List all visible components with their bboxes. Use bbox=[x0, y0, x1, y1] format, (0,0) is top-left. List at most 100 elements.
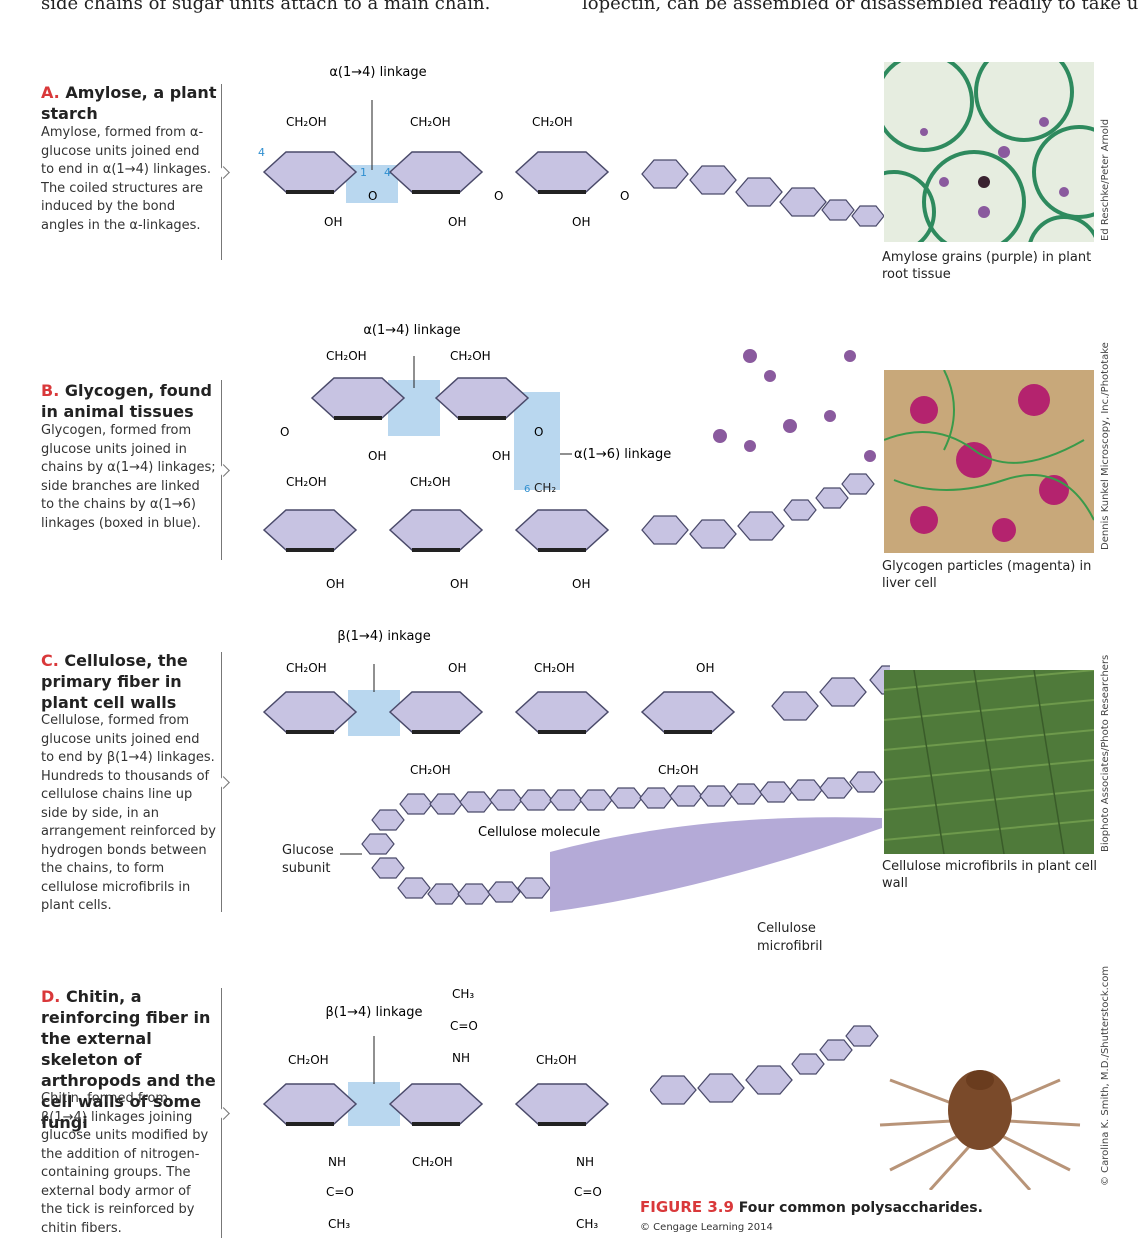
chitin-ring-2 bbox=[388, 1082, 484, 1126]
nh-label: NH bbox=[452, 1051, 470, 1065]
amylose-linkage-label: α(1→4) linkage bbox=[329, 65, 426, 80]
top-text-left: side chains of sugar units attach to a m… bbox=[41, 0, 491, 14]
oh-label: OH bbox=[572, 577, 590, 591]
ch2oh-label: CH₂OH bbox=[286, 115, 327, 129]
cellulose-molecule-label: Cellulose molecule bbox=[478, 825, 600, 840]
ch2-label: CH₂ bbox=[534, 481, 556, 495]
oh-label: OH bbox=[696, 661, 714, 675]
panel-a-bracket bbox=[221, 84, 234, 260]
tick-photo bbox=[860, 1000, 1088, 1192]
c-eq-o-label: C=O bbox=[450, 1019, 478, 1033]
chitin-ring-1 bbox=[262, 1082, 358, 1126]
panel-d-description: Chitin, formed from β(1→4) linkages join… bbox=[41, 1091, 209, 1236]
glycogen-chain bbox=[641, 473, 875, 549]
cellulose-caption: Cellulose microfibrils in plant cell wal… bbox=[882, 859, 1098, 891]
glycogen-16-label: α(1→6) linkage bbox=[574, 447, 671, 462]
cellulose-linkage-label: β(1→4) inkage bbox=[337, 629, 430, 644]
panel-d-title: D. Chitin, a reinforcing fiber in the ex… bbox=[41, 986, 219, 1133]
ch3-label: CH₃ bbox=[576, 1217, 598, 1231]
ch2oh-label: CH₂OH bbox=[286, 475, 327, 489]
panel-b-heading: Glycogen, found in animal tissues bbox=[41, 381, 212, 421]
ch2oh-label: CH₂OH bbox=[410, 475, 451, 489]
oh-label: OH bbox=[492, 449, 510, 463]
o-label: O bbox=[534, 425, 543, 439]
panel-c-letter: C. bbox=[41, 651, 59, 670]
chitin-ring-3 bbox=[514, 1082, 610, 1126]
amylose-diagram: α(1→4) linkage CH₂OH CH₂OH CH₂OH OH OH O… bbox=[258, 65, 885, 229]
chitin-chain bbox=[650, 1025, 879, 1105]
glycogen-photo bbox=[884, 370, 1094, 553]
ch2oh-label: CH₂OH bbox=[410, 115, 451, 129]
top-text-right: lopectin, can be assembled or disassembl… bbox=[582, 0, 1138, 14]
ch2oh-label: CH₂OH bbox=[286, 661, 327, 675]
c-eq-o-label: C=O bbox=[574, 1185, 602, 1199]
oh-label: OH bbox=[448, 215, 466, 229]
glucose-subunit-label: Glucose subunit bbox=[282, 843, 334, 876]
amylose-chain bbox=[641, 159, 885, 227]
glycogen-14-label: α(1→4) linkage bbox=[363, 323, 460, 338]
panel-c-title: C. Cellulose, the primary fiber in plant… bbox=[41, 650, 219, 713]
o-label: O bbox=[620, 189, 629, 203]
panel-a-heading: Amylose, a plant starch bbox=[41, 83, 217, 123]
carbon-number: 1 bbox=[360, 166, 367, 179]
nh-label: NH bbox=[328, 1155, 346, 1169]
figure-title: Four common polysaccharides. bbox=[738, 1200, 983, 1216]
cellulose-microfibril bbox=[550, 817, 882, 912]
ch3-label: CH₃ bbox=[452, 987, 474, 1001]
o-label: O bbox=[368, 189, 377, 203]
oh-label: OH bbox=[448, 661, 466, 675]
ch2oh-label: CH₂OH bbox=[450, 349, 491, 363]
cellulose-ring-1 bbox=[262, 690, 358, 734]
glycogen-particles bbox=[713, 349, 876, 462]
glycogen-main-ring-3 bbox=[514, 508, 610, 552]
chitin-linkage-label: β(1→4) linkage bbox=[326, 1005, 423, 1020]
glycogen-caption: Glycogen particles (magenta) in liver ce… bbox=[882, 559, 1092, 591]
panel-a-description: Amylose, formed from α-glucose units joi… bbox=[41, 125, 211, 233]
panel-a-title: A. Amylose, a plant starch bbox=[41, 82, 219, 124]
panel-b-description: Glycogen, formed from glucose units join… bbox=[41, 423, 216, 531]
figure-number: FIGURE 3.9 bbox=[640, 1198, 734, 1216]
carbon-number: 6 bbox=[524, 484, 530, 495]
panel-b-bracket bbox=[221, 380, 234, 560]
amylose-photo bbox=[884, 62, 1094, 242]
amylose-ring-2 bbox=[388, 150, 484, 194]
microfibril-label: Cellulose microfibril bbox=[757, 921, 823, 954]
amylose-ring-3 bbox=[514, 150, 610, 194]
cellulose-credit: Biophoto Associates/Photo Researchers bbox=[1100, 654, 1111, 852]
o-label: O bbox=[494, 189, 503, 203]
panel-a-letter: A. bbox=[41, 83, 60, 102]
chitin-diagram: β(1→4) linkage CH₂OH CH₂OH CH₂OH CH₃ C=O… bbox=[262, 987, 610, 1231]
chitin-credit: © Carolina K. Smith, M.D./Shutterstock.c… bbox=[1100, 965, 1111, 1186]
panel-c-bracket bbox=[221, 652, 234, 912]
panel-b-letter: B. bbox=[41, 381, 60, 400]
glycogen-16-highlight bbox=[514, 392, 560, 490]
glycogen-diagram: α(1→4) linkage α(1→6) linkage CH₂OH CH₂O… bbox=[262, 323, 876, 591]
cellulose-diagram: β(1→4) inkage CH₂OH CH₂OH CH₂OH CH₂OH OH… bbox=[262, 629, 890, 912]
ch2oh-label: CH₂OH bbox=[536, 1053, 577, 1067]
amylose-caption: Amylose grains (purple) in plant root ti… bbox=[882, 250, 1092, 282]
cellulose-ring-2 bbox=[388, 690, 484, 734]
panel-d-heading: Chitin, a reinforcing fiber in the exter… bbox=[41, 987, 216, 1132]
panel-d-letter: D. bbox=[41, 987, 61, 1006]
ch2oh-label: CH₂OH bbox=[326, 349, 367, 363]
ch2oh-label: CH₂OH bbox=[412, 1155, 453, 1169]
ch2oh-label: CH₂OH bbox=[658, 763, 699, 777]
oh-label: OH bbox=[368, 449, 386, 463]
panel-c-heading: Cellulose, the primary fiber in plant ce… bbox=[41, 651, 188, 712]
carbon-number: 4 bbox=[384, 166, 391, 179]
carbon-number: 4 bbox=[258, 146, 265, 159]
amylose-credit: Ed Reschke/Peter Arnold bbox=[1100, 118, 1111, 241]
cellulose-ring-4 bbox=[640, 690, 736, 734]
cellulose-chain bbox=[771, 665, 890, 721]
ch2oh-label: CH₂OH bbox=[410, 763, 451, 777]
ch2oh-label: CH₂OH bbox=[288, 1053, 329, 1067]
figure-caption: FIGURE 3.9 Four common polysaccharides. bbox=[640, 1198, 983, 1216]
cellulose-ring-3 bbox=[514, 690, 610, 734]
oh-label: OH bbox=[450, 577, 468, 591]
nh-label: NH bbox=[576, 1155, 594, 1169]
panel-b-title: B. Glycogen, found in animal tissues bbox=[41, 380, 219, 422]
figure-copyright: © Cengage Learning 2014 bbox=[640, 1222, 773, 1233]
glycogen-credit: Dennis Kunkel Microscopy, Inc./Phototake bbox=[1100, 342, 1111, 550]
panel-d-bracket bbox=[221, 988, 234, 1238]
cellulose-photo bbox=[884, 670, 1094, 854]
